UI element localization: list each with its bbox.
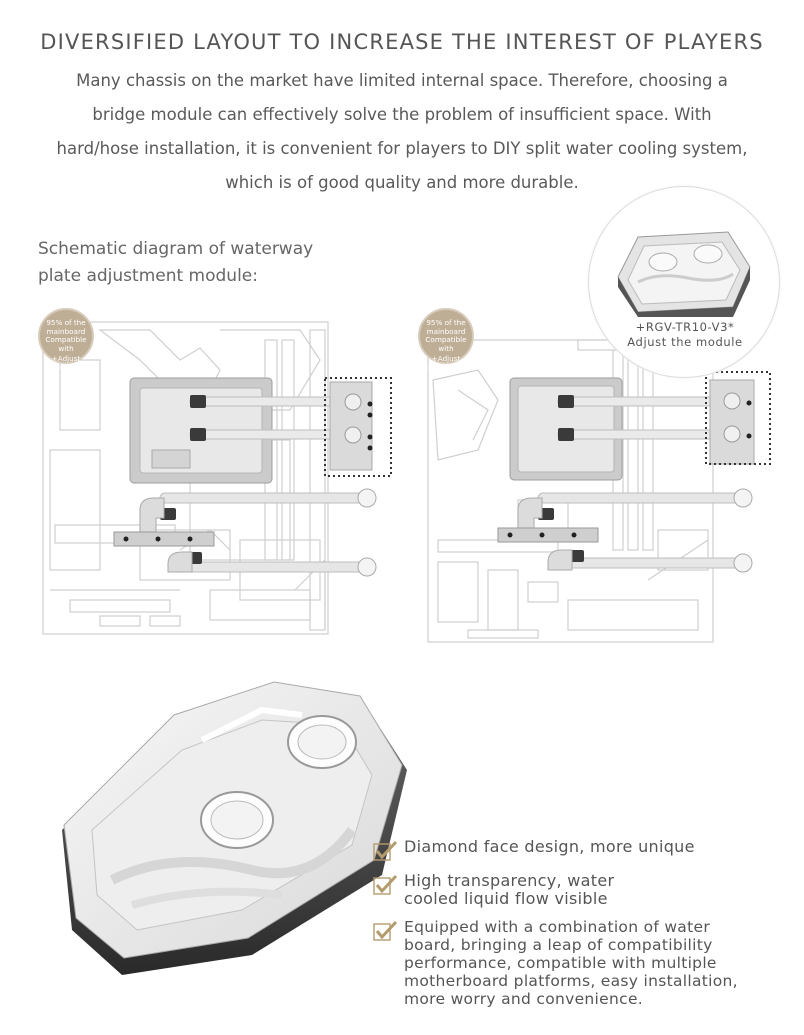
intro-line: hard/hose installation, it is convenient… bbox=[56, 139, 748, 158]
badge-line: +Adjust bbox=[51, 354, 81, 364]
badge-line: 95% of the bbox=[46, 318, 86, 327]
badge-line: the module bbox=[45, 362, 87, 372]
callout-caption: +RGV-TR10-V3* Adjust the module bbox=[600, 320, 770, 350]
badge-line: +Adjust bbox=[431, 354, 461, 364]
page-title: DIVERSIFIED LAYOUT TO INCREASE THE INTER… bbox=[40, 30, 764, 54]
feature-item: Diamond face design, more unique bbox=[372, 838, 792, 862]
badge-line: Compatible with bbox=[425, 335, 467, 353]
feature-text: cooled liquid flow visible bbox=[404, 889, 608, 908]
feature-text: board, bringing a leap of compatibility bbox=[404, 936, 713, 954]
feature-text: High transparency, water bbox=[404, 871, 615, 890]
badge-line: mainboard bbox=[426, 326, 466, 336]
callout-model: +RGV-TR10-V3* bbox=[635, 320, 735, 334]
checkmark-icon bbox=[373, 920, 398, 941]
callout-caption-line: Adjust the module bbox=[627, 335, 743, 349]
feature-text: more worry and convenience. bbox=[404, 990, 644, 1008]
intro-line: Many chassis on the market have limited … bbox=[76, 71, 728, 90]
feature-text: Equipped with a combination of water bbox=[404, 918, 710, 936]
compatibility-badge: 95% of the mainboard Compatible with +Ad… bbox=[38, 308, 94, 372]
badge-line: mainboard bbox=[46, 326, 86, 336]
intro-line: which is of good quality and more durabl… bbox=[225, 173, 579, 192]
schematic-label-line: Schematic diagram of waterway bbox=[38, 239, 314, 259]
badge-line: 95% of the bbox=[426, 318, 466, 327]
feature-list: Diamond face design, more unique High tr… bbox=[372, 838, 792, 1018]
checkmark-icon bbox=[373, 840, 398, 861]
feature-item: High transparency, water cooled liquid f… bbox=[372, 872, 792, 908]
badge-line: the module bbox=[425, 362, 467, 372]
motherboard-diagram-left bbox=[42, 321, 392, 635]
intro-paragraph: Many chassis on the market have limited … bbox=[30, 64, 774, 200]
schematic-label-line: plate adjustment module: bbox=[38, 266, 258, 286]
module-product-image bbox=[62, 681, 407, 975]
schematic-label: Schematic diagram of waterway plate adju… bbox=[38, 236, 338, 290]
compatibility-badge: 95% of the mainboard Compatible with +Ad… bbox=[418, 308, 474, 372]
feature-text: Diamond face design, more unique bbox=[404, 837, 695, 856]
intro-line: bridge module can effectively solve the … bbox=[92, 105, 712, 124]
badge-line: Compatible with bbox=[45, 335, 87, 353]
module-thumbnail bbox=[617, 231, 751, 317]
feature-item: Equipped with a combination of water boa… bbox=[372, 918, 792, 1008]
checkmark-icon bbox=[373, 874, 398, 895]
feature-text: performance, compatible with multiple bbox=[404, 954, 717, 972]
feature-text: motherboard platforms, easy installation… bbox=[404, 972, 738, 990]
